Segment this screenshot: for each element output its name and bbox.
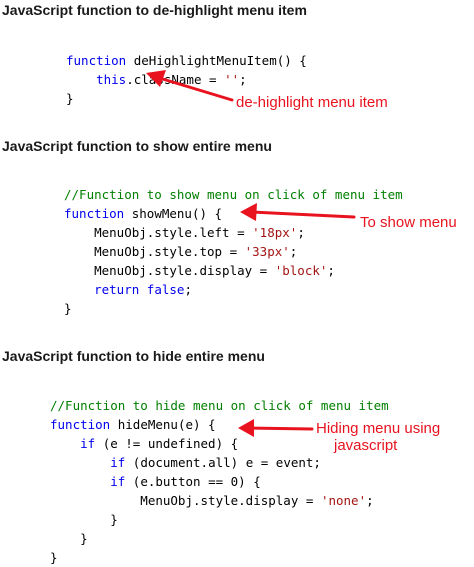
code-token: '18px' xyxy=(252,225,298,240)
code-token: function xyxy=(66,53,127,68)
code-token: ; xyxy=(289,244,298,259)
code-token: MenuObj.style.display = xyxy=(64,263,275,278)
arrow-hide-menu xyxy=(238,419,314,437)
code-line: } xyxy=(50,529,389,548)
code-line: MenuObj.style.display = 'none'; xyxy=(50,491,389,510)
code-line: function deHighlightMenuItem() { xyxy=(66,51,307,70)
arrow-dehighlight xyxy=(146,70,234,102)
code-token: } xyxy=(50,550,58,565)
code-token: MenuObj.style.display = xyxy=(50,493,321,508)
code-line: //Function to hide menu on click of menu… xyxy=(50,396,389,415)
code-token: (document.all) e = event; xyxy=(125,455,321,470)
code-line: function hideMenu(e) { xyxy=(50,415,389,434)
annotation-hide-menu-line-1: Hiding menu using xyxy=(316,420,441,437)
code-block-dehighlight: function deHighlightMenuItem() { this.cl… xyxy=(66,51,307,108)
code-token: ; xyxy=(297,225,305,240)
code-token: if xyxy=(110,455,126,470)
code-block-show-menu: //Function to show menu on click of menu… xyxy=(64,185,403,318)
section-heading-hide-menu: JavaScript function to hide entire menu xyxy=(2,348,265,364)
code-line: //Function to show menu on click of menu… xyxy=(64,185,403,204)
code-token: ; xyxy=(184,282,192,297)
code-line: function showMenu() { xyxy=(64,204,403,223)
code-line: if (e.button == 0) { xyxy=(50,472,389,491)
code-token: if xyxy=(110,474,126,489)
code-token: this xyxy=(96,72,127,87)
code-token: 'none' xyxy=(320,493,367,508)
code-token: return xyxy=(94,282,140,297)
section-heading-dehighlight: JavaScript function to de-highlight menu… xyxy=(2,2,307,18)
annotation-hide-menu: Hiding menu using javascript xyxy=(316,420,440,454)
code-line: } xyxy=(50,510,389,529)
code-token: } xyxy=(50,512,118,527)
code-line: return false; xyxy=(64,280,403,299)
code-token: '' xyxy=(224,72,240,87)
code-token: (e.button == 0) { xyxy=(125,474,261,489)
code-token: //Function to hide menu on click of menu… xyxy=(50,398,389,413)
code-token: function xyxy=(64,206,125,221)
code-token: 'block' xyxy=(274,263,328,278)
section-heading-show-menu: JavaScript function to show entire menu xyxy=(2,138,272,154)
code-token: if xyxy=(80,436,96,451)
code-token: false xyxy=(146,282,185,297)
code-token: } xyxy=(64,301,72,316)
code-token: //Function to show menu on click of menu… xyxy=(64,187,403,202)
code-token: showMenu() { xyxy=(124,206,223,221)
code-line: MenuObj.style.top = '33px'; xyxy=(64,242,403,261)
code-line: this.className = ''; xyxy=(66,70,307,89)
code-token: } xyxy=(66,91,74,106)
code-line: } xyxy=(66,89,307,108)
code-line: MenuObj.style.left = '18px'; xyxy=(64,223,403,242)
code-token: (e != undefined) { xyxy=(95,436,239,451)
code-token: '33px' xyxy=(244,244,290,259)
code-token: MenuObj.style.left = xyxy=(64,225,253,240)
arrow-show-menu xyxy=(240,203,356,221)
annotation-dehighlight: de-highlight menu item xyxy=(236,94,388,111)
code-token: hideMenu(e) { xyxy=(110,417,216,432)
annotation-show-menu: To show menu xyxy=(360,214,457,231)
code-token: ; xyxy=(327,263,335,278)
code-line: if (e != undefined) { xyxy=(50,434,389,453)
code-token: } xyxy=(50,531,88,546)
code-line: if (document.all) e = event; xyxy=(50,453,389,472)
code-line: } xyxy=(64,299,403,318)
code-block-hide-menu: //Function to hide menu on click of menu… xyxy=(50,396,389,567)
code-token: ; xyxy=(366,493,374,508)
code-token: MenuObj.style.top = xyxy=(64,244,245,259)
code-token: ; xyxy=(239,72,247,87)
code-line: } xyxy=(50,548,389,567)
code-line: MenuObj.style.display = 'block'; xyxy=(64,261,403,280)
code-token: function xyxy=(50,417,111,432)
annotation-hide-menu-line-2: javascript xyxy=(334,437,398,454)
code-token: deHighlightMenuItem() { xyxy=(126,53,307,68)
